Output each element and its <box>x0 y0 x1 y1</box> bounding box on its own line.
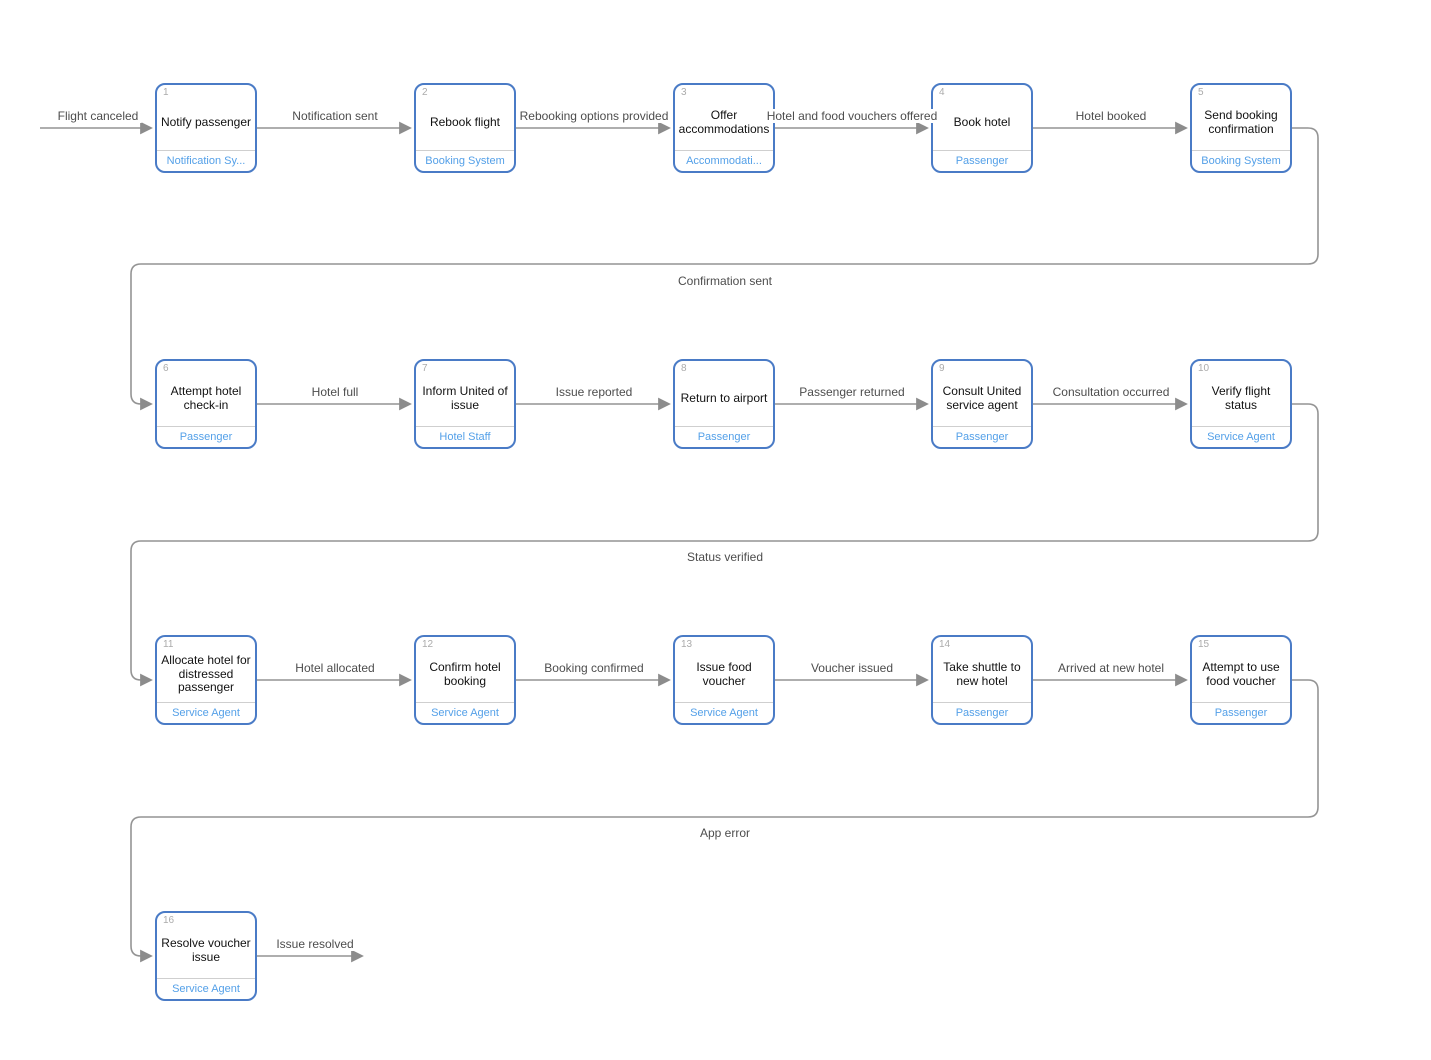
node-3-offer-accommodations[interactable]: 3 Offer accommodations Accommodati... <box>673 83 775 173</box>
node-number: 5 <box>1198 87 1204 98</box>
node-5-send-booking-confirmation[interactable]: 5 Send booking confirmation Booking Syst… <box>1190 83 1292 173</box>
node-number: 6 <box>163 363 169 374</box>
edge-label-hotel-full: Hotel full <box>308 385 362 400</box>
node-title: Inform United of issue <box>422 383 508 412</box>
node-actor: Passenger <box>1192 702 1290 723</box>
node-14-take-shuttle-to-new-hotel[interactable]: 14 Take shuttle to new hotel Passenger <box>931 635 1033 725</box>
node-8-return-to-airport[interactable]: 8 Return to airport Passenger <box>673 359 775 449</box>
node-actor: Service Agent <box>157 978 255 999</box>
node-number: 15 <box>1198 639 1210 650</box>
node-actor: Hotel Staff <box>416 426 514 447</box>
node-title: Verify flight status <box>1211 383 1271 412</box>
edge-label-issue-resolved: Issue resolved <box>273 937 357 952</box>
node-actor: Notification Sy... <box>157 150 255 171</box>
node-actor: Passenger <box>933 150 1031 171</box>
node-12-confirm-hotel-booking[interactable]: 12 Confirm hotel booking Service Agent <box>414 635 516 725</box>
node-actor: Service Agent <box>675 702 773 723</box>
node-title: Take shuttle to new hotel <box>943 659 1021 688</box>
node-10-verify-flight-status[interactable]: 10 Verify flight status Service Agent <box>1190 359 1292 449</box>
edge-label-hotel-booked: Hotel booked <box>1072 109 1150 124</box>
node-title: Allocate hotel for distressed passenger <box>161 652 251 695</box>
node-1-notify-passenger[interactable]: 1 Notify passenger Notification Sy... <box>155 83 257 173</box>
edge-label-issue-reported: Issue reported <box>552 385 636 400</box>
node-title: Return to airport <box>680 390 768 405</box>
edge-label-status-verified: Status verified <box>683 550 767 565</box>
node-actor: Passenger <box>675 426 773 447</box>
edge-label-voucher-issued: Voucher issued <box>807 661 897 676</box>
node-number: 8 <box>681 363 687 374</box>
node-number: 3 <box>681 87 687 98</box>
node-number: 7 <box>422 363 428 374</box>
node-number: 11 <box>163 639 174 650</box>
node-number: 9 <box>939 363 945 374</box>
node-title: Attempt to use food voucher <box>1202 659 1280 688</box>
node-number: 2 <box>422 87 428 98</box>
node-title: Notify passenger <box>160 114 252 129</box>
node-actor: Service Agent <box>416 702 514 723</box>
node-title: Rebook flight <box>429 114 501 129</box>
node-actor: Passenger <box>933 702 1031 723</box>
node-6-attempt-hotel-check-in[interactable]: 6 Attempt hotel check-in Passenger <box>155 359 257 449</box>
node-actor: Service Agent <box>1192 426 1290 447</box>
node-title: Attempt hotel check-in <box>170 383 242 412</box>
edge-label-passenger-returned: Passenger returned <box>796 385 908 400</box>
edge-label-notification-sent: Notification sent <box>289 109 381 124</box>
node-title: Offer accommodations <box>678 107 770 136</box>
edge-label-consultation-occurred: Consultation occurred <box>1049 385 1173 400</box>
node-number: 10 <box>1198 363 1210 374</box>
edge-label-vouchers-offered: Hotel and food vouchers offered <box>763 109 941 124</box>
node-title: Consult United service agent <box>942 383 1022 412</box>
node-11-allocate-hotel[interactable]: 11 Allocate hotel for distressed passeng… <box>155 635 257 725</box>
node-2-rebook-flight[interactable]: 2 Rebook flight Booking System <box>414 83 516 173</box>
edge-label-hotel-allocated: Hotel allocated <box>292 661 378 676</box>
edge-label-flight-canceled: Flight canceled <box>54 109 142 124</box>
connector-10-to-11-wrap <box>130 403 1319 687</box>
node-actor: Booking System <box>416 150 514 171</box>
node-15-attempt-to-use-food-voucher[interactable]: 15 Attempt to use food voucher Passenger <box>1190 635 1292 725</box>
node-number: 4 <box>939 87 945 98</box>
node-number: 16 <box>163 915 175 926</box>
node-title: Send booking confirmation <box>1204 107 1278 136</box>
node-title: Book hotel <box>953 114 1011 129</box>
node-title: Issue food voucher <box>696 659 752 688</box>
node-actor: Accommodati... <box>675 150 773 171</box>
node-number: 13 <box>681 639 693 650</box>
node-title: Confirm hotel booking <box>429 659 501 688</box>
node-actor: Passenger <box>157 426 255 447</box>
node-number: 14 <box>939 639 951 650</box>
edge-label-app-error: App error <box>696 826 754 841</box>
node-actor: Passenger <box>933 426 1031 447</box>
connector-15-to-16-wrap <box>130 679 1319 963</box>
node-4-book-hotel[interactable]: 4 Book hotel Passenger <box>931 83 1033 173</box>
edge-label-arrived-at-new-hotel: Arrived at new hotel <box>1054 661 1168 676</box>
node-number: 12 <box>422 639 434 650</box>
node-actor: Service Agent <box>157 702 255 723</box>
node-16-resolve-voucher-issue[interactable]: 16 Resolve voucher issue Service Agent <box>155 911 257 1001</box>
node-7-inform-united-of-issue[interactable]: 7 Inform United of issue Hotel Staff <box>414 359 516 449</box>
node-actor: Booking System <box>1192 150 1290 171</box>
node-13-issue-food-voucher[interactable]: 13 Issue food voucher Service Agent <box>673 635 775 725</box>
edge-label-booking-confirmed: Booking confirmed <box>541 661 647 676</box>
connector-5-to-6-wrap <box>130 127 1319 411</box>
node-9-consult-united-service-agent[interactable]: 9 Consult United service agent Passenger <box>931 359 1033 449</box>
edge-label-rebooking-options: Rebooking options provided <box>516 109 672 124</box>
edge-label-confirmation-sent: Confirmation sent <box>674 274 776 289</box>
node-number: 1 <box>163 87 169 98</box>
node-title: Resolve voucher issue <box>161 935 251 964</box>
